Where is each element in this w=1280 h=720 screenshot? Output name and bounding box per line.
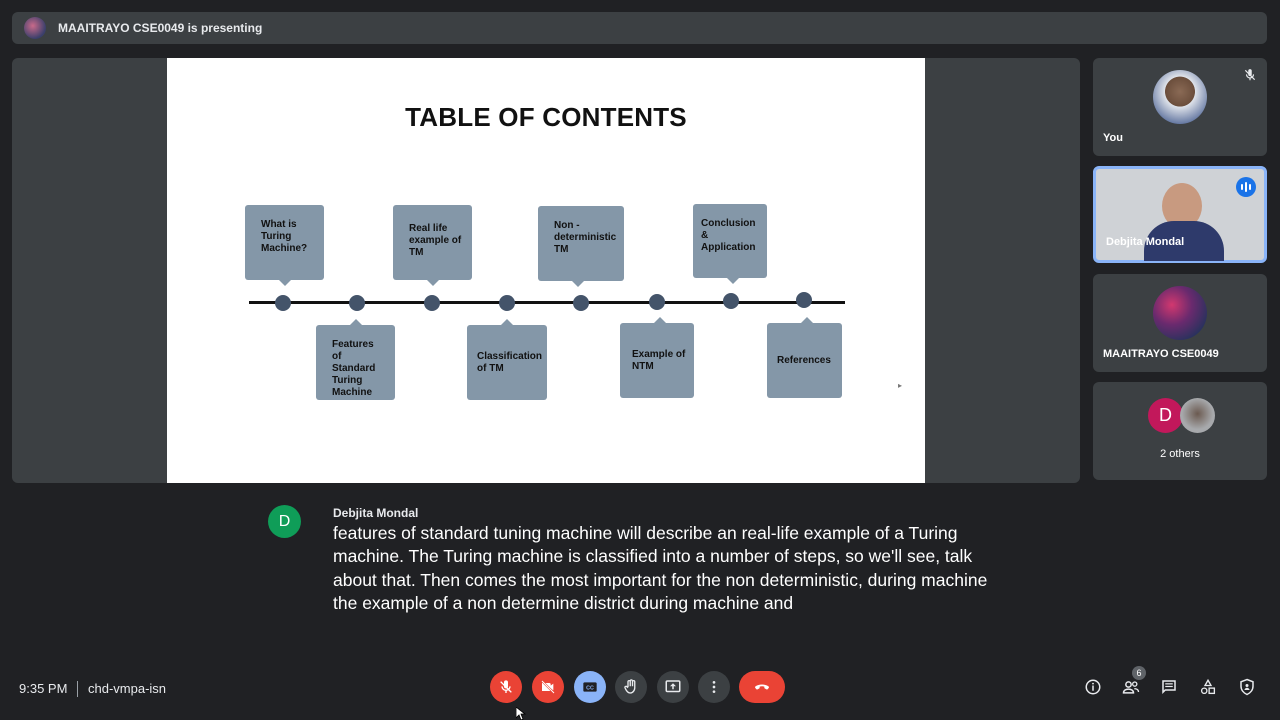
avatar: [1180, 398, 1215, 433]
speaking-indicator-icon: [1236, 177, 1256, 197]
presenter-avatar: [24, 17, 46, 39]
avatar-initial: D: [1159, 405, 1172, 425]
closed-captions-icon: CC: [583, 682, 597, 692]
slide-title: TABLE OF CONTENTS: [405, 102, 687, 132]
timeline-dot: [796, 292, 812, 308]
timeline-dot: [349, 295, 365, 311]
toc-box-conclusion: Conclusion & Application: [693, 204, 767, 284]
toc-label: Classification of TM: [477, 350, 543, 374]
timeline-dot: [649, 294, 665, 310]
info-icon: [1085, 679, 1101, 695]
captions-button[interactable]: CC: [574, 671, 606, 703]
cursor-icon: ▸: [898, 381, 903, 390]
more-vert-icon: [712, 681, 716, 693]
toc-box-classification: Classification of TM: [467, 319, 547, 400]
participant-tile-others[interactable]: D 2 others: [1093, 382, 1267, 480]
chat-button[interactable]: [1159, 677, 1179, 697]
present-screen-icon: [665, 680, 681, 693]
participant-tile-maaitrayo[interactable]: MAAITRAYO CSE0049: [1093, 274, 1267, 372]
timeline-dot: [723, 293, 739, 309]
toc-label: Non - deterministic TM: [554, 220, 617, 255]
raise-hand-button[interactable]: [615, 671, 647, 703]
timeline-dot: [499, 295, 515, 311]
participant-tile-debjita[interactable]: Debjita Mondal: [1093, 166, 1267, 263]
timeline-dot: [275, 295, 291, 311]
host-controls-button[interactable]: [1237, 677, 1257, 697]
timeline-line: [249, 301, 845, 304]
meeting-details-button[interactable]: [1083, 677, 1103, 697]
avatar-initial: D: [278, 512, 291, 530]
activities-icon: [1200, 678, 1216, 695]
toc-label: What is Turing Machine?: [261, 219, 308, 254]
avatar: D: [1148, 398, 1183, 433]
shield-icon: [1240, 678, 1254, 696]
camera-off-icon: [541, 680, 555, 694]
toc-box-features: Features of Standard Turing Machine: [316, 319, 395, 400]
clock: 9:35 PM: [19, 681, 68, 696]
divider: [77, 681, 78, 697]
toc-label: Real life example of TM: [409, 223, 462, 258]
participant-name: 2 others: [1160, 448, 1200, 460]
avatar: [1153, 286, 1207, 340]
toc-box-non-deterministic: Non - deterministic TM: [538, 206, 624, 287]
more-options-button[interactable]: [698, 671, 730, 703]
caption-text: features of standard tuning machine will…: [333, 523, 988, 614]
toc-label: Example of NTM: [632, 348, 686, 372]
participant-name: You: [1103, 132, 1123, 144]
presenting-banner: MAAITRAYO CSE0049 is presenting: [12, 12, 1267, 44]
avatar: [1153, 70, 1207, 124]
toc-box-real-life: Real life example of TM: [393, 205, 472, 286]
toc-label: Conclusion & Application: [701, 218, 756, 253]
caption-speaker-avatar: D: [268, 505, 301, 538]
mouse-pointer-icon: [516, 707, 526, 720]
participant-name: Debjita Mondal: [1106, 236, 1185, 248]
svg-text:CC: CC: [586, 685, 594, 691]
mic-off-icon: [500, 680, 512, 693]
toc-label: References: [777, 354, 831, 366]
chat-icon: [1162, 680, 1176, 695]
meeting-code: chd-vmpa-isn: [88, 681, 167, 696]
present-now-button[interactable]: [657, 671, 689, 703]
leave-call-button[interactable]: [739, 671, 785, 703]
participant-name: MAAITRAYO CSE0049: [1103, 348, 1219, 360]
mic-off-icon: [1244, 69, 1256, 81]
toc-box-example-ntm: Example of NTM: [620, 317, 694, 398]
camera-toggle-button[interactable]: [532, 671, 564, 703]
hand-icon: [624, 679, 636, 694]
participant-tile-you[interactable]: You: [1093, 58, 1267, 156]
bottom-bar: 9:35 PM chd-vmpa-isn CC: [0, 665, 1280, 710]
shared-slide: TABLE OF CONTENTS What is Turing Machine…: [167, 58, 925, 483]
timeline-dot: [573, 295, 589, 311]
microphone-toggle-button[interactable]: [490, 671, 522, 703]
activities-button[interactable]: [1198, 677, 1218, 697]
hang-up-icon: [755, 684, 769, 690]
toc-box-what-is-tm: What is Turing Machine?: [245, 205, 324, 286]
toc-label: Features of Standard Turing Machine: [332, 339, 376, 398]
participant-video-body: [1144, 221, 1224, 261]
caption-speaker-name: Debjita Mondal: [333, 506, 419, 520]
participant-count-badge: 6: [1132, 666, 1146, 680]
timeline-dot: [424, 295, 440, 311]
people-icon: [1122, 681, 1140, 694]
toc-box-references: References: [767, 317, 842, 398]
people-button[interactable]: [1121, 677, 1141, 697]
presenting-text: MAAITRAYO CSE0049 is presenting: [58, 21, 263, 35]
